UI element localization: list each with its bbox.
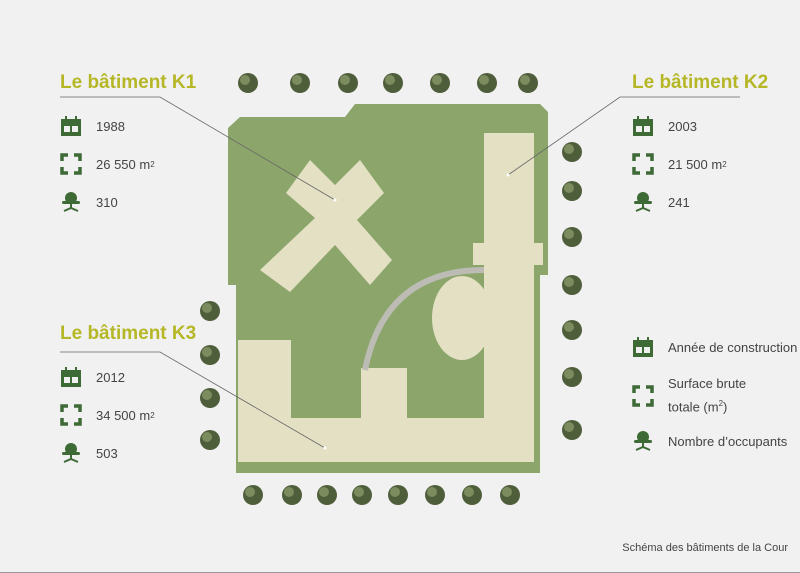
stat-occupants: 241	[632, 191, 690, 213]
stat-year: 2012	[60, 366, 125, 388]
courtyard-oval	[432, 276, 492, 360]
building-k3	[238, 340, 534, 462]
calendar-icon	[60, 115, 82, 137]
legend-year: Année de construction	[668, 339, 798, 355]
building-k2-wing	[473, 243, 543, 265]
surface-icon	[60, 404, 82, 426]
legend-occupants: Nombre d’occupants	[668, 433, 788, 449]
chair-icon	[632, 430, 654, 452]
chair-icon	[632, 191, 654, 213]
k2-title: Le bâtiment K2	[632, 72, 769, 93]
stat-year: 2003	[632, 115, 697, 137]
surface-icon	[632, 384, 654, 407]
surface-icon	[632, 153, 654, 175]
k1-leader	[60, 96, 336, 201]
k3-title: Le bâtiment K3	[60, 323, 197, 344]
k1-title: Le bâtiment K1	[60, 72, 197, 93]
surface-icon	[60, 153, 82, 175]
stat-occupants: 503	[60, 442, 118, 464]
trees	[200, 73, 582, 505]
calendar-icon	[60, 366, 82, 388]
chair-icon	[60, 191, 82, 213]
chair-icon	[60, 442, 82, 464]
building-k1	[260, 160, 392, 292]
calendar-icon	[632, 336, 654, 358]
calendar-icon	[632, 115, 654, 137]
stat-year: 1988	[60, 115, 125, 137]
k2-leader	[507, 96, 740, 176]
caption: Schéma des bâtiments de la Cour	[622, 542, 788, 554]
stat-occupants: 310	[60, 191, 118, 213]
k3-leader	[60, 351, 326, 449]
walkway	[362, 267, 485, 371]
